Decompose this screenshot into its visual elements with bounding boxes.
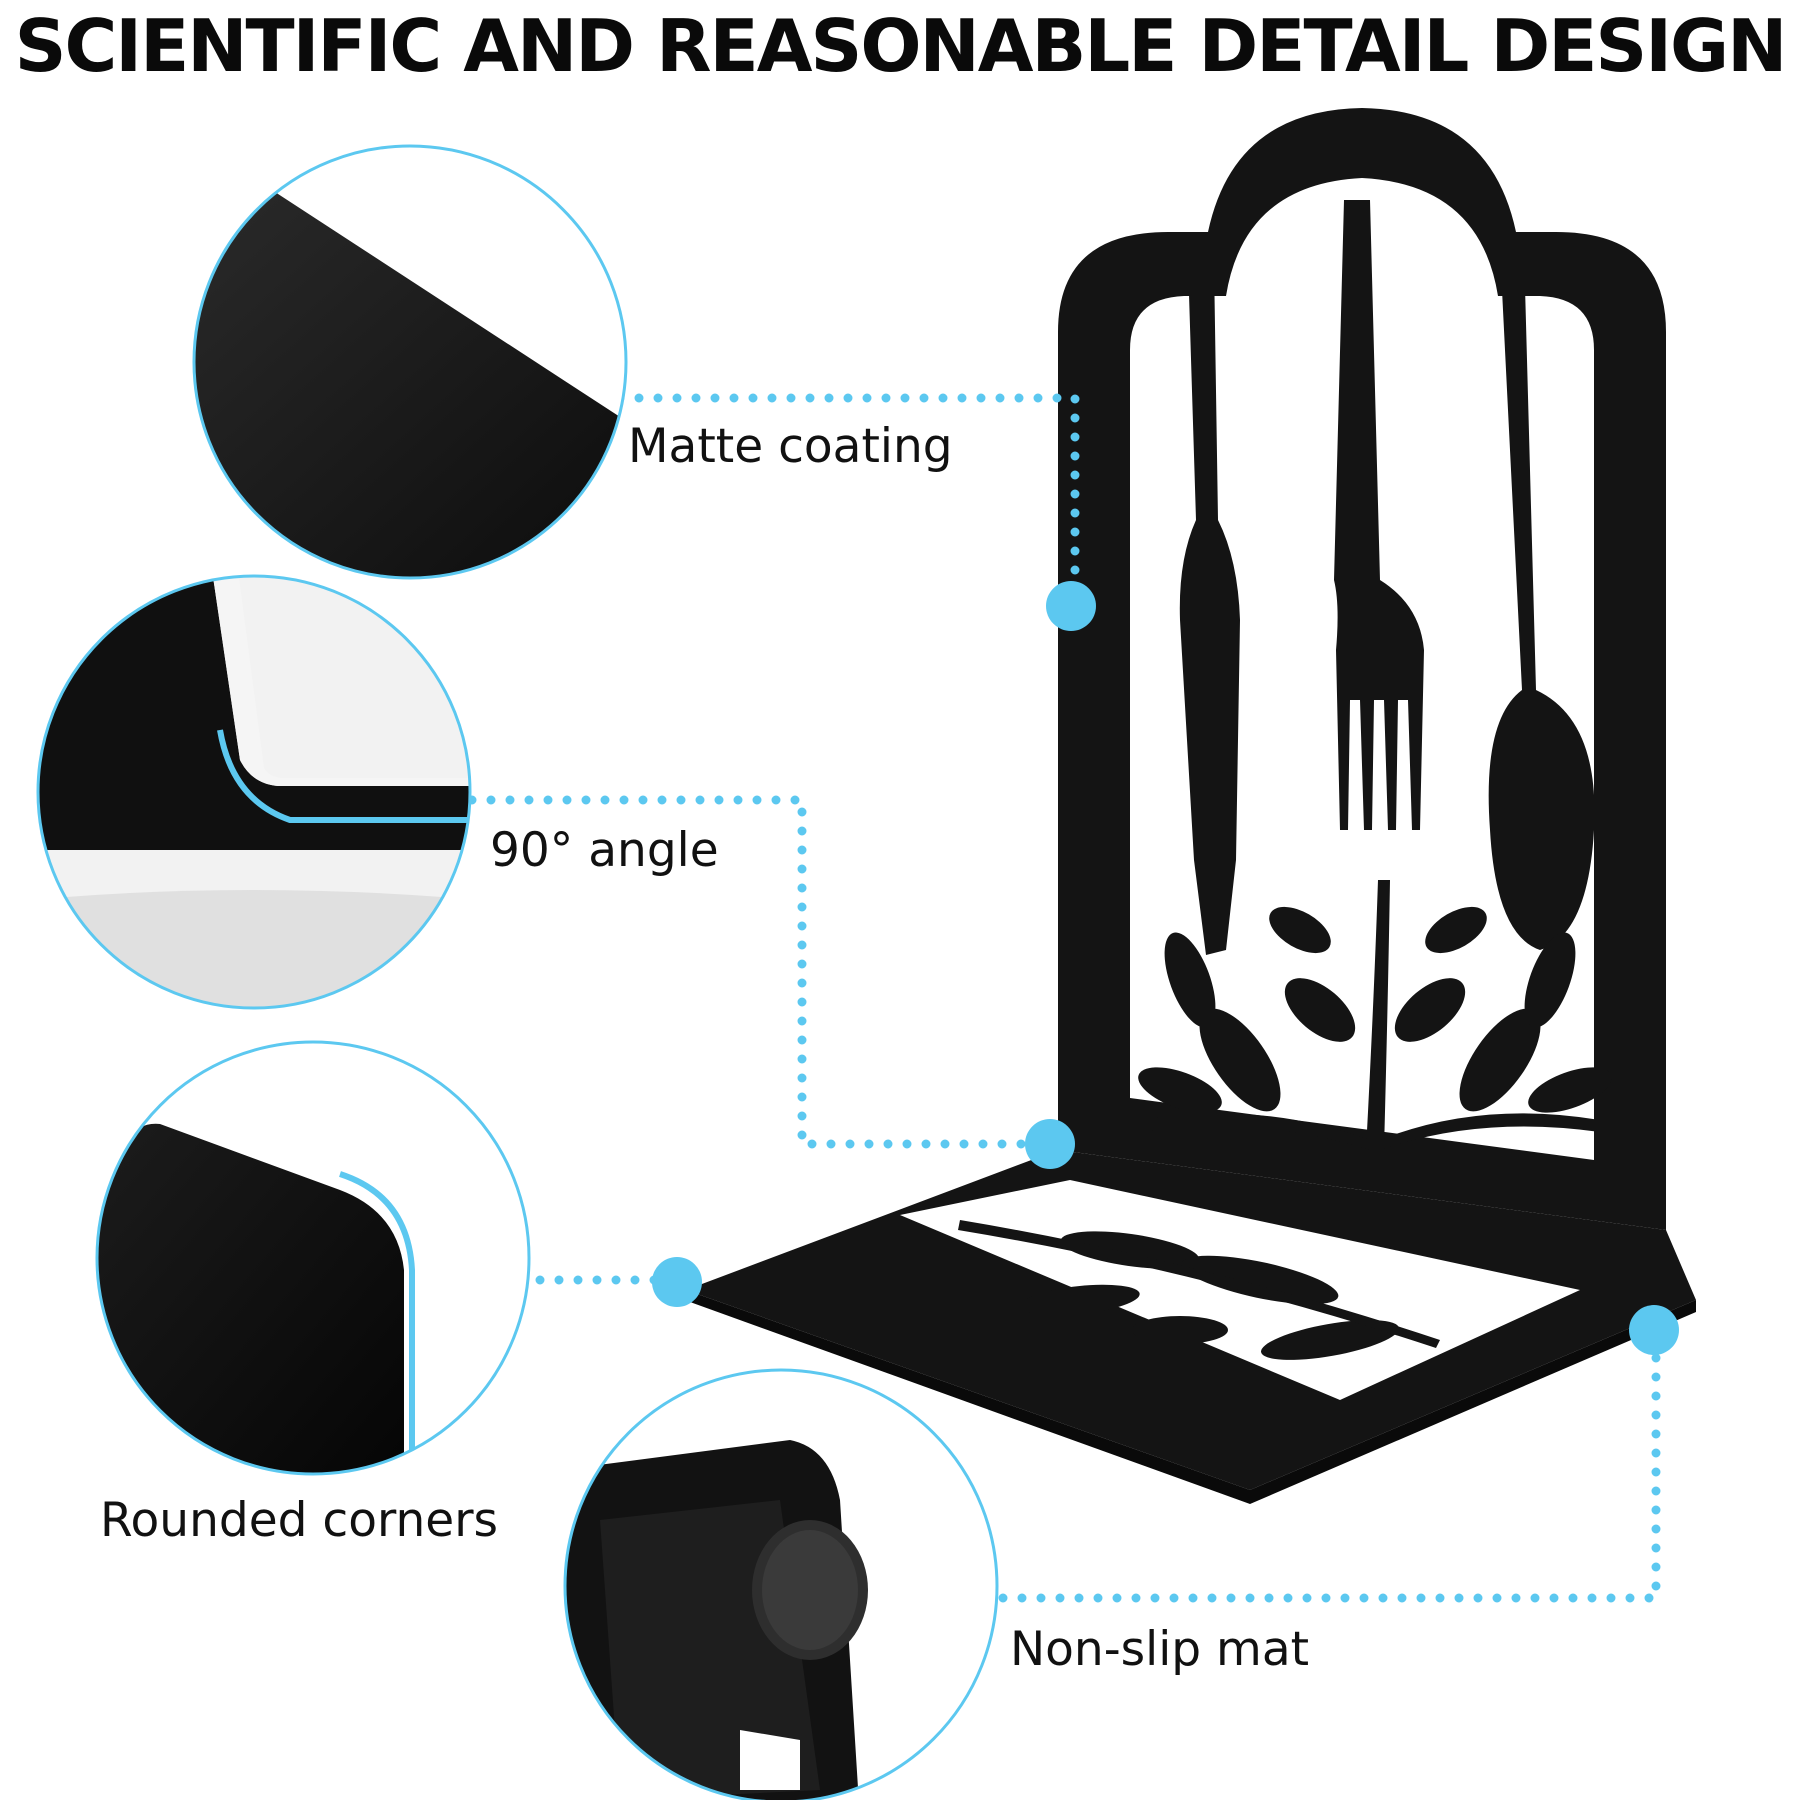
leaf-branch-cutout xyxy=(1138,880,1612,1150)
right-angle-closeup-icon xyxy=(36,574,472,1010)
right-angle-label: 90° angle xyxy=(490,823,719,878)
bookend-upright-panel xyxy=(1058,108,1666,1230)
connector-lines xyxy=(467,393,1661,1603)
page-title: SCIENTIFIC AND REASONABLE DETAIL DESIGN xyxy=(14,4,1788,88)
rounded-corner-closeup-icon xyxy=(95,1040,531,1476)
matte-coating-closeup-icon xyxy=(192,144,628,580)
non-slip-mat-closeup-icon xyxy=(563,1368,999,1800)
rounded-corners-label: Rounded corners xyxy=(100,1493,499,1548)
connector-dots xyxy=(652,581,1679,1355)
non-slip-mat-label: Non-slip mat xyxy=(1010,1622,1310,1677)
knife-cutout xyxy=(1179,262,1240,955)
fork-cutout xyxy=(1334,200,1424,830)
spoon-cutout xyxy=(1488,250,1595,950)
base-leaf-cutout xyxy=(958,1220,1440,1360)
bookend-base-plate xyxy=(686,1150,1696,1504)
matte-coating-label: Matte coating xyxy=(628,419,953,474)
